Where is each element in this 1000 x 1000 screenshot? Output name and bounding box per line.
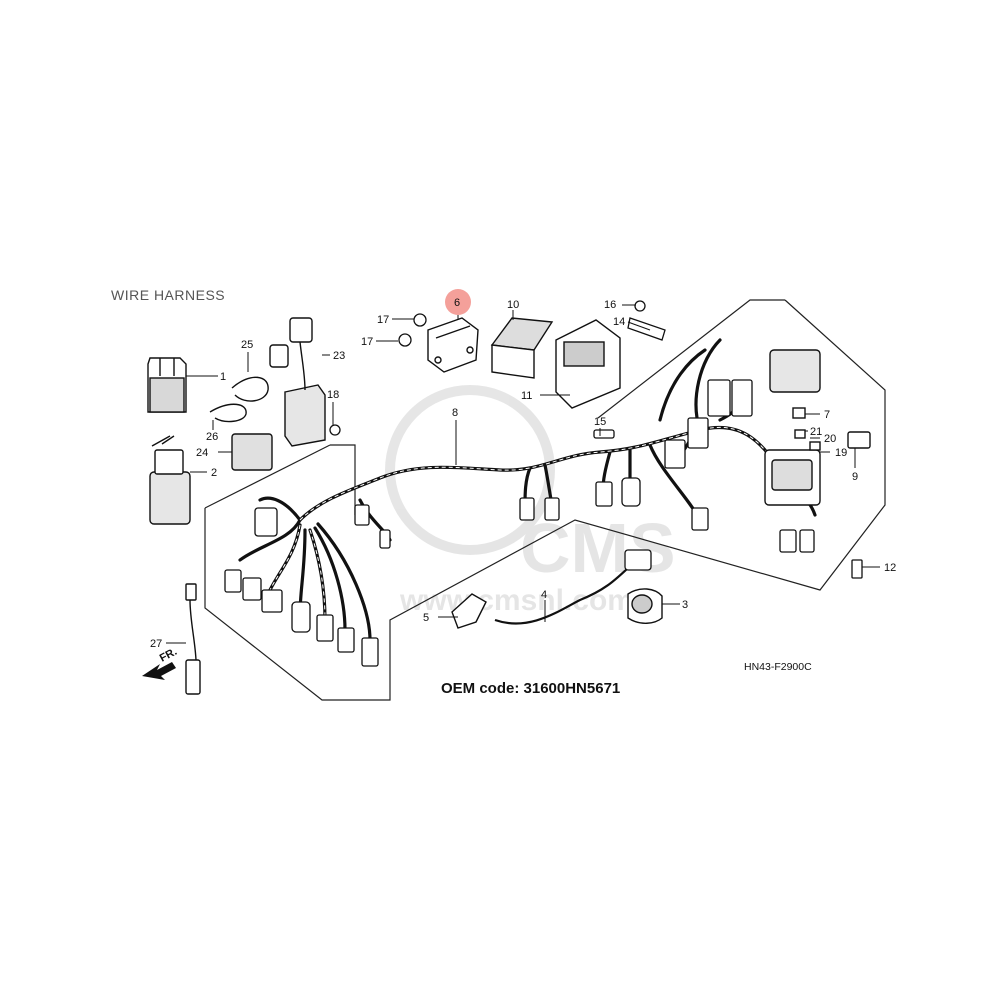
part-3-grommet: [627, 588, 663, 624]
callout-24: 24: [196, 447, 208, 459]
callout-21: 21: [810, 426, 822, 438]
callout-4: 4: [541, 589, 547, 601]
callout-15: 15: [594, 416, 606, 428]
callout-11: 11: [521, 390, 532, 402]
callout-8: 8: [452, 407, 458, 419]
part-5-plug-cap: [451, 593, 487, 629]
callout-5: 5: [423, 612, 429, 624]
part-11-control-unit: [490, 317, 621, 409]
front-arrow-icon: FR.: [142, 646, 179, 680]
watermark-logo-text: CMS: [520, 509, 676, 587]
callout-14: 14: [613, 316, 625, 328]
callout-19: 19: [835, 447, 847, 459]
callout-17b: 17: [361, 336, 373, 348]
callout-6: 6: [454, 297, 460, 309]
callout-20: 20: [824, 433, 836, 445]
callout-7: 7: [824, 409, 830, 421]
part-23-relay: [269, 317, 326, 447]
highlight-marker: [445, 289, 471, 315]
callout-26: 26: [206, 431, 218, 443]
callout-27: 27: [150, 638, 162, 650]
watermark-url: www.cmsnl.com: [399, 584, 634, 617]
oem-code: OEM code: 31600HN5671: [441, 680, 621, 697]
part-2-fuse-module: [149, 435, 191, 525]
part-9-fuse-box: [764, 349, 871, 506]
part-6-ignition-module: [427, 317, 479, 373]
callout-23: 23: [333, 350, 345, 362]
part-24-resistor: [231, 433, 273, 471]
callout-9: 9: [852, 471, 858, 483]
callout-3: 3: [682, 599, 688, 611]
drawing-code: HN43-F2900C: [744, 661, 812, 673]
callout-25: 25: [241, 339, 253, 351]
callout-numbers: 1 2 3 4 5 6 7 8 9 10 11 12 14 15 16 17 1…: [150, 297, 896, 650]
harness-connectors: [224, 379, 815, 667]
watermark-logo: CMS www.cmsnl.com: [385, 385, 676, 617]
part-25-band: [209, 376, 269, 423]
diagram-title: WIRE HARNESS: [111, 287, 226, 303]
callout-16: 16: [604, 299, 616, 311]
callout-1: 1: [220, 371, 226, 383]
callout-17a: 17: [377, 314, 389, 326]
outer-frame: [204, 299, 886, 701]
callout-12: 12: [884, 562, 896, 574]
callout-2: 2: [211, 467, 217, 479]
part-1-relay-box: [147, 357, 187, 413]
callout-18: 18: [327, 389, 339, 401]
callout-10: 10: [507, 299, 519, 311]
part-27-sub-harness: [185, 583, 201, 695]
part-4-spark-plug-wire: [494, 549, 652, 625]
